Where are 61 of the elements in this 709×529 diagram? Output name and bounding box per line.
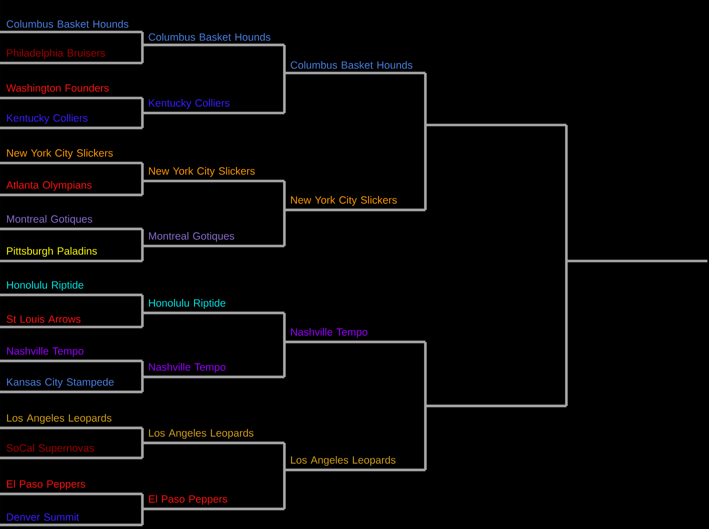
bracket-connector [282, 72, 286, 113]
bracket-connector [282, 468, 286, 509]
slot-line [566, 260, 708, 262]
bracket-connector [140, 163, 144, 182]
bracket-connector [424, 124, 427, 210]
team-name: Washington Founders [6, 84, 109, 94]
bracket-connector [282, 442, 286, 472]
team-name: Nashville Tempo [7, 347, 84, 357]
team-name: Denver Summit [7, 513, 80, 521]
slot-line [425, 404, 566, 408]
bracket-connector [140, 228, 144, 248]
team-name: Los Angeles Leopards [149, 429, 254, 439]
team-name: St Louis Arrows [6, 315, 80, 323]
team-name: Columbus Basket Hounds [148, 33, 270, 41]
bracket-connector [564, 260, 568, 406]
team-name: Nashville Tempo [149, 363, 226, 373]
bracket-connector [282, 44, 286, 74]
team-name: Kentucky Colliers [149, 99, 230, 109]
bracket-connector [140, 494, 144, 510]
team-name: Honolulu Riptide [149, 299, 226, 309]
team-name: SoCal Supernovas [6, 444, 94, 454]
team-name: New York City Slickers [291, 196, 397, 206]
team-name: Columbus Basket Hounds [6, 20, 128, 28]
team-name: Montreal Gotiques [7, 215, 92, 225]
bracket-connector [140, 508, 144, 525]
bracket-connector [140, 442, 144, 458]
bracket-connector [140, 98, 144, 114]
team-name: Kansas City Stampede [7, 378, 114, 388]
bracket-connector [424, 342, 427, 408]
bracket-connector [140, 294, 144, 314]
team-name: Pittsburgh Paladins [7, 247, 97, 257]
team-name: Philadelphia Bruisers [7, 49, 105, 59]
team-name: New York City Slickers [149, 167, 255, 177]
team-name: New York City Slickers [7, 149, 113, 159]
team-name: Los Angeles Leopards [7, 414, 112, 424]
team-name: Atlanta Olympians [6, 181, 92, 191]
bracket-connector [140, 244, 144, 261]
bracket-connector [140, 180, 144, 195]
slot-line [425, 124, 566, 126]
bracket-connector [282, 181, 286, 212]
bracket-connector [140, 312, 144, 327]
team-name: El Paso Peppers [7, 480, 86, 490]
team-name: Los Angeles Leopards [291, 456, 396, 466]
bracket-connector [140, 428, 144, 444]
bracket-connector [424, 404, 427, 470]
bracket-connector [282, 312, 286, 344]
team-name: Columbus Basket Hounds [290, 61, 412, 69]
bracket-connector [424, 73, 427, 126]
team-name: Nashville Tempo [291, 328, 368, 338]
team-name: Kentucky Colliers [7, 114, 88, 124]
bracket-connector [140, 44, 144, 63]
team-name: El Paso Peppers [149, 495, 228, 505]
bracket-connector [140, 32, 144, 46]
bracket-connector [140, 112, 144, 128]
bracket-connector [140, 360, 144, 378]
bracket-connector [282, 340, 286, 377]
bracket-connector [140, 376, 144, 392]
bracket-connector [564, 125, 568, 262]
bracket-connector [282, 208, 286, 246]
team-name: Honolulu Riptide [7, 281, 84, 291]
team-name: Montreal Gotiques [149, 232, 234, 242]
